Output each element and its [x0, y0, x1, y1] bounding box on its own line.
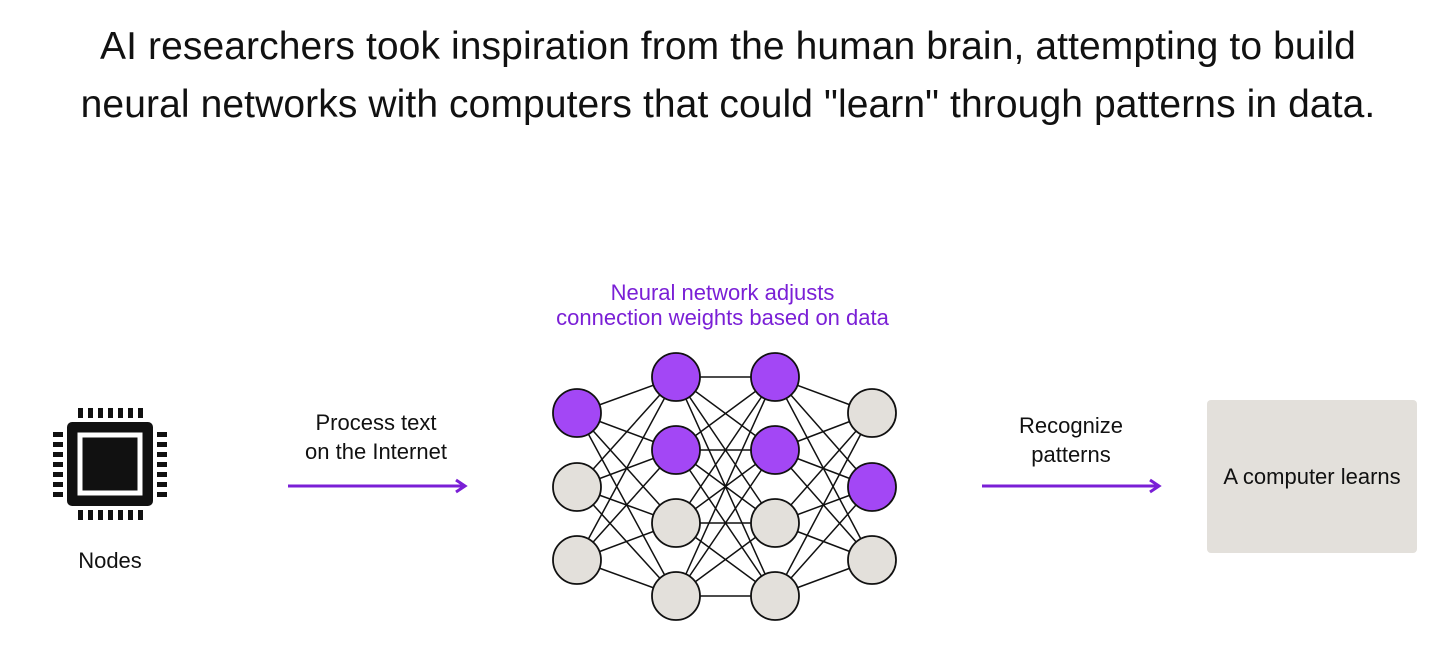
network-node: [847, 388, 897, 438]
chip-pins-right: [157, 432, 167, 497]
network-node-active: [847, 462, 897, 512]
network-caption-line-2: connection weights based on data: [556, 305, 889, 330]
arrow-right-icon: [288, 478, 468, 494]
process-text-label-line-2: on the Internet: [305, 439, 447, 464]
network-node: [651, 498, 701, 548]
network-connection: [675, 449, 776, 597]
network-node-active: [651, 352, 701, 402]
chip-icon: [53, 408, 167, 520]
recognize-patterns-label-line-2: patterns: [1031, 442, 1111, 467]
network-node: [552, 462, 602, 512]
output-label: A computer learns: [1223, 463, 1401, 489]
network-node: [552, 535, 602, 585]
network-connection: [576, 376, 677, 561]
process-text-label-line-1: Process text: [315, 410, 437, 435]
network-node: [750, 571, 800, 621]
network-node: [651, 571, 701, 621]
arrow-right-icon: [982, 478, 1162, 494]
network-node-active: [651, 425, 701, 475]
recognize-patterns-label-line-1: Recognize: [1019, 413, 1123, 438]
headline-line-1: AI researchers took inspiration from the…: [100, 25, 1356, 68]
neural-network-diagram: [552, 352, 897, 621]
network-caption-line-1: Neural network adjusts: [610, 280, 835, 305]
network-connection: [675, 376, 776, 524]
network-node-active: [552, 388, 602, 438]
network-connection: [675, 376, 776, 597]
network-caption: Neural network adjusts connection weight…: [510, 280, 935, 330]
output-box: A computer learns: [1207, 400, 1417, 553]
network-node: [847, 535, 897, 585]
network-nodes: [552, 352, 897, 621]
chip-inner-ring: [77, 432, 143, 496]
chip-pins-left: [53, 432, 63, 497]
network-connection: [774, 412, 873, 597]
recognize-patterns-label: Recognize patterns: [971, 411, 1171, 469]
chip-core: [89, 444, 131, 484]
network-node-active: [750, 352, 800, 402]
chip-pins-bottom: [78, 510, 143, 520]
network-node: [750, 498, 800, 548]
nodes-label: Nodes: [78, 548, 142, 573]
network-node-active: [750, 425, 800, 475]
network-connections: [576, 376, 873, 597]
process-text-label: Process text on the Internet: [276, 408, 476, 466]
headline-line-2: neural networks with computers that coul…: [80, 83, 1376, 126]
chip-pins-top: [78, 408, 143, 418]
headline: AI researchers took inspiration from the…: [0, 18, 1456, 134]
